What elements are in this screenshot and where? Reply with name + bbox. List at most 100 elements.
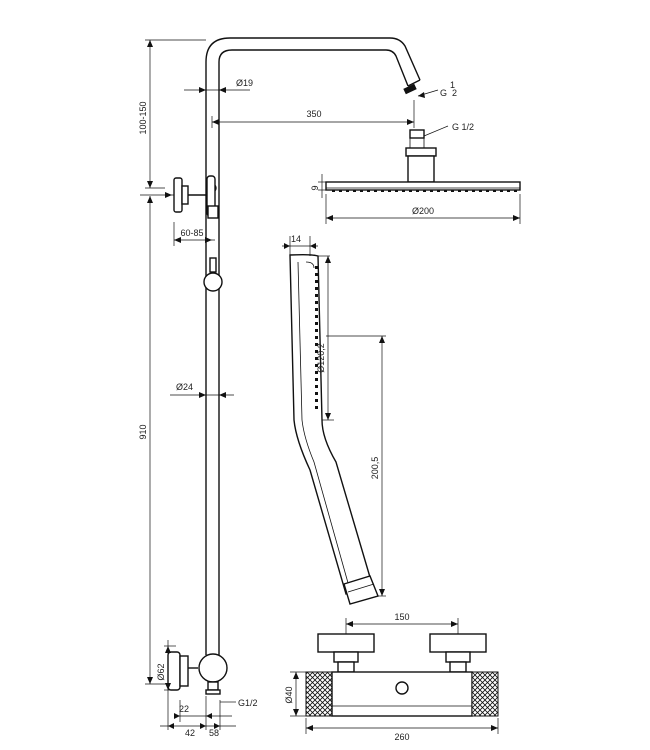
left-knob-cap xyxy=(317,633,375,653)
handshower-slider xyxy=(203,257,223,292)
hand-shower-nozzle xyxy=(315,406,318,409)
nozzle xyxy=(409,190,412,192)
hand-shower-nozzle xyxy=(315,357,318,360)
hand-shower-nozzle xyxy=(315,364,318,367)
arm-outlet-thread-label: G xyxy=(440,88,447,98)
nozzle xyxy=(339,190,342,192)
head-connector-nut xyxy=(409,129,425,139)
nozzle xyxy=(395,190,398,192)
left-handle-knurled xyxy=(305,671,333,717)
hand-shower-nozzle xyxy=(315,322,318,325)
nozzle xyxy=(444,190,447,192)
head-diameter-label: Ø200 xyxy=(412,206,434,216)
hand-shower-nozzle xyxy=(315,301,318,304)
handshower-face-dimension: Ø120,2 xyxy=(316,255,334,421)
nozzle xyxy=(353,190,356,192)
knob-diameter-label: Ø62 xyxy=(156,663,166,680)
hand-shower-nozzle xyxy=(315,385,318,388)
hand-shower-nozzle xyxy=(315,336,318,339)
nozzle xyxy=(360,190,363,192)
nozzle xyxy=(451,190,454,192)
riser-diameter-label: Ø24 xyxy=(176,382,193,392)
thermostatic-mixer xyxy=(305,633,499,717)
nozzle xyxy=(479,190,482,192)
arm-reach-label: 350 xyxy=(306,109,321,119)
total-height-label: 910 xyxy=(138,424,148,439)
nozzle xyxy=(500,190,503,192)
hand-shower-nozzle xyxy=(315,399,318,402)
nozzle xyxy=(402,190,405,192)
nozzle xyxy=(514,190,517,192)
head-thickness-label: 9 xyxy=(310,185,320,190)
handshower-length-label: 200,5 xyxy=(370,457,380,480)
height-adjust-dimension: 100-150 xyxy=(138,39,206,189)
holder-offset-label: 60-85 xyxy=(180,228,203,238)
bracket-arrow-dimension xyxy=(140,192,174,198)
handshower-length-dimension: 200,5 xyxy=(326,335,386,597)
mixer-width-dimension: 260 xyxy=(305,718,499,742)
head-thickness-dimension: 9 xyxy=(310,174,326,198)
nozzle xyxy=(332,190,335,192)
arm-pipe-diameter-dimension: Ø19 xyxy=(184,78,253,93)
height-adjust-label: 100-150 xyxy=(138,101,148,134)
nozzle xyxy=(507,190,510,192)
head-nozzles xyxy=(332,190,517,192)
right-knob-cap xyxy=(429,633,487,653)
hand-shower-nozzle xyxy=(315,308,318,311)
hand-shower-nozzle xyxy=(315,371,318,374)
arm-outlet-thread-dimension: G 1 2 xyxy=(417,80,457,98)
handshower-face-label: Ø120,2 xyxy=(316,343,326,373)
hand-shower-nozzle xyxy=(315,378,318,381)
head-connector-thread-label: G 1/2 xyxy=(452,122,474,132)
hand-shower-nozzle xyxy=(315,287,318,290)
head-connector-thread-dimension: G 1/2 xyxy=(423,122,474,137)
inlet-offset-22-label: 22 xyxy=(179,704,189,714)
inlet-thread-label: G1/2 xyxy=(238,698,258,708)
handshower-depth-dimension: 14 xyxy=(282,234,318,256)
arm-outlet-thread-numerator: 1 xyxy=(450,80,455,90)
total-height-dimension: 910 xyxy=(138,196,170,685)
head-shower xyxy=(325,129,521,191)
holder-offset-dimension: 60-85 xyxy=(173,222,215,246)
mixer-body-diameter-label: Ø40 xyxy=(284,686,294,703)
nozzle xyxy=(388,190,391,192)
hand-shower-nozzle xyxy=(315,343,318,346)
shower-arm xyxy=(205,37,421,95)
nozzle xyxy=(416,190,419,192)
mixer-body-diameter-dimension: Ø40 xyxy=(284,671,306,717)
right-handle-knurled xyxy=(471,671,499,717)
hand-shower xyxy=(289,253,379,605)
hand-shower-nozzle xyxy=(315,315,318,318)
arm-outlet-nut xyxy=(403,83,417,95)
nozzle xyxy=(423,190,426,192)
nozzle xyxy=(493,190,496,192)
mixer-centers-label: 150 xyxy=(394,612,409,622)
nozzle xyxy=(346,190,349,192)
hand-shower-nozzles xyxy=(315,266,318,409)
mixer-centers-dimension: 150 xyxy=(345,612,459,634)
head-diameter-dimension: Ø200 xyxy=(325,194,521,224)
nozzle xyxy=(437,190,440,192)
nozzle xyxy=(367,190,370,192)
nozzle xyxy=(472,190,475,192)
knob-diameter-dimension: Ø62 xyxy=(156,640,176,696)
lower-offset-dimensions: 22 42 58 G1/2 xyxy=(160,696,258,738)
riser-pipe xyxy=(205,62,220,655)
handshower-depth-label: 14 xyxy=(291,234,301,244)
upper-wall-bracket xyxy=(173,175,219,219)
hand-shower-nozzle xyxy=(315,350,318,353)
riser-diameter-dimension: Ø24 xyxy=(170,382,234,398)
arm-outlet-thread-denominator: 2 xyxy=(452,88,457,98)
hand-shower-nozzle xyxy=(315,392,318,395)
inlet-offset-58-label: 58 xyxy=(209,728,219,738)
nozzle xyxy=(458,190,461,192)
nozzle xyxy=(465,190,468,192)
inlet-offset-42-label: 42 xyxy=(185,728,195,738)
nozzle xyxy=(374,190,377,192)
nozzle xyxy=(381,190,384,192)
hand-shower-nozzle xyxy=(315,266,318,269)
head-plate xyxy=(325,181,521,191)
hand-shower-nozzle xyxy=(315,280,318,283)
arm-reach-dimension: 350 xyxy=(211,100,415,128)
